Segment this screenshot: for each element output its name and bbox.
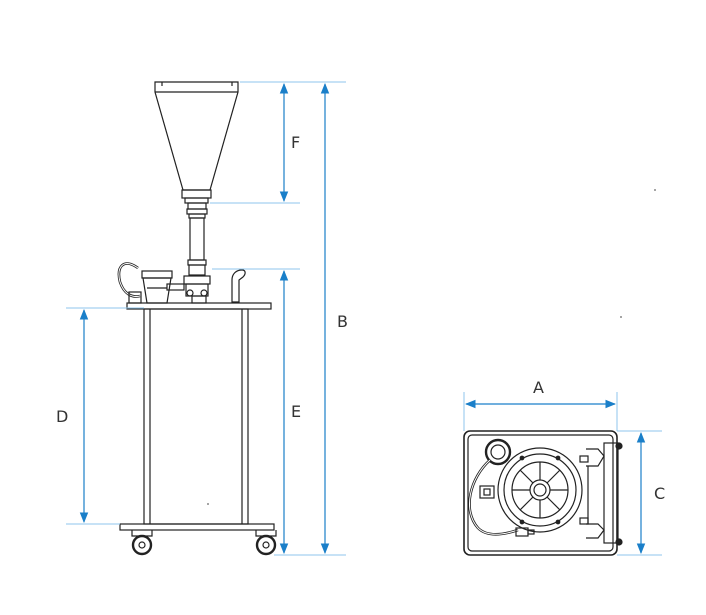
extension-lines-top [463, 392, 662, 556]
funnel [154, 81, 239, 204]
wheel-right [255, 530, 277, 556]
extension-lines-side [66, 81, 346, 556]
label-d: D [56, 407, 68, 426]
label-b: B [337, 312, 348, 331]
label-f: F [291, 133, 300, 152]
wheel-left [131, 530, 153, 556]
base-plate [119, 523, 275, 531]
side-view [117, 81, 277, 556]
top-view [463, 430, 623, 556]
hose [117, 262, 141, 298]
top-plate [126, 302, 272, 310]
dimension-lines-top [464, 399, 646, 555]
dimension-lines-side [79, 82, 330, 555]
drum-spokes [512, 462, 568, 518]
label-c: C [654, 484, 665, 503]
valve-assembly [166, 275, 211, 304]
drain-pipe [186, 202, 208, 276]
label-e: E [291, 402, 301, 421]
tank [143, 308, 249, 525]
specks [207, 189, 656, 505]
tool-holder [231, 269, 246, 303]
label-a: A [533, 378, 544, 397]
